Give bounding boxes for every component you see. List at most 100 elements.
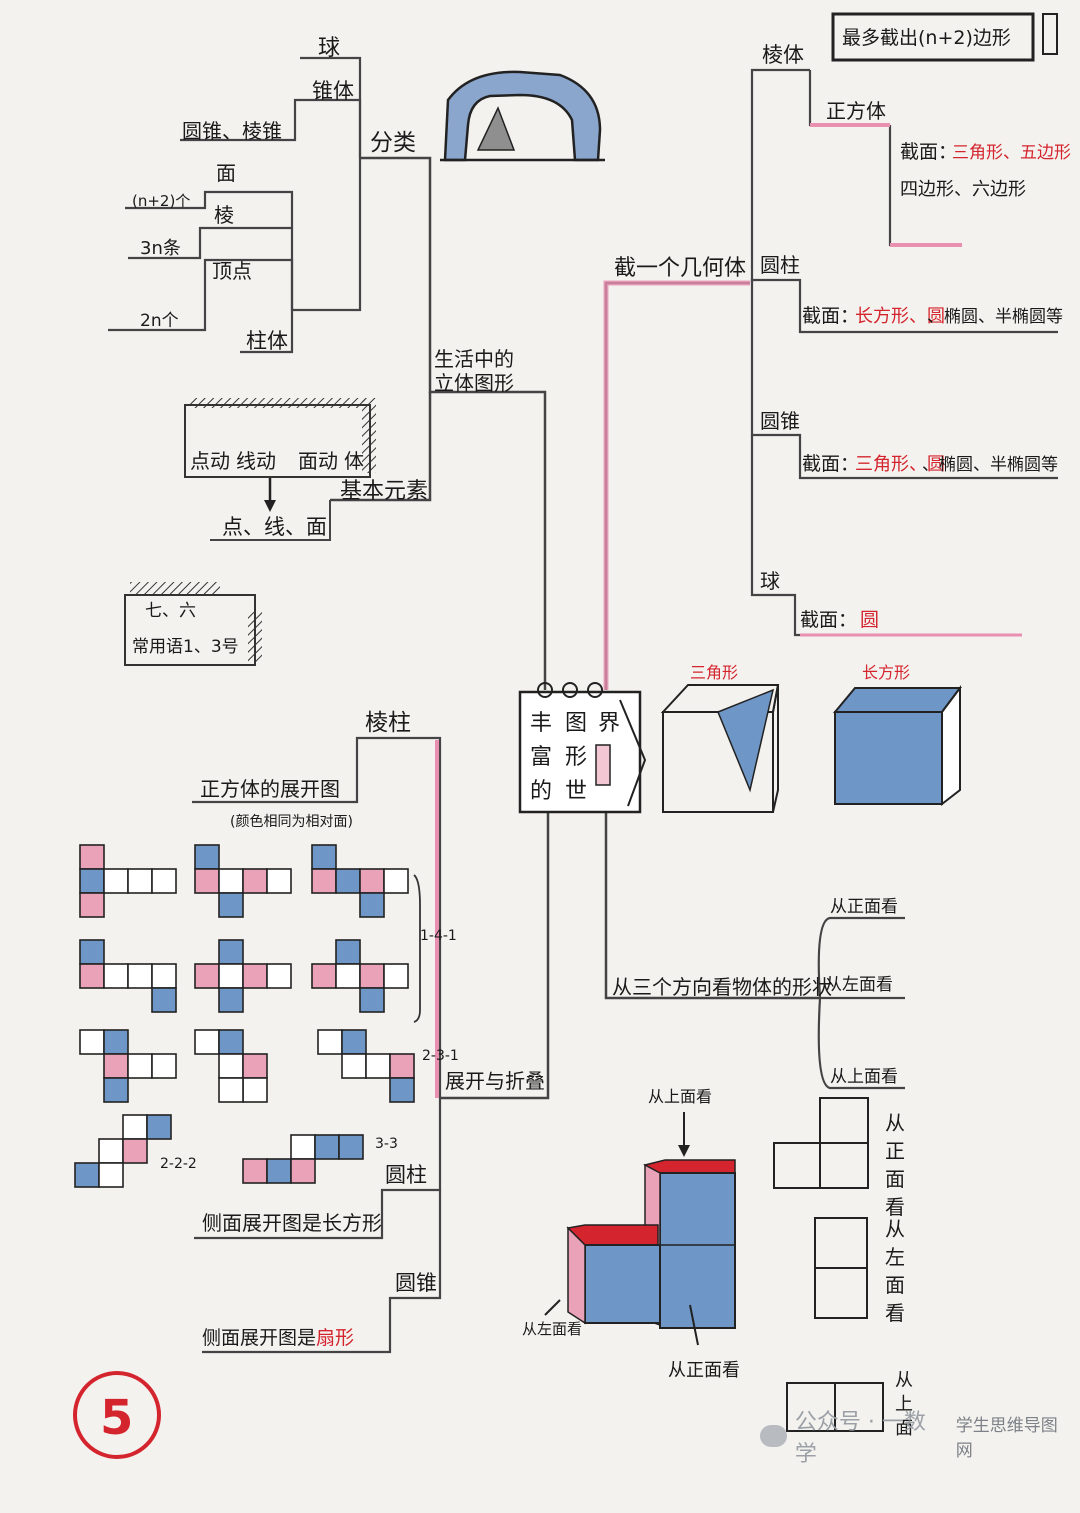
side-front-4: 看 — [885, 1195, 905, 1219]
net-11-cell-4 — [242, 1158, 268, 1184]
section-prism: 棱体 — [762, 43, 804, 67]
side-left-2: 左 — [885, 1245, 905, 1269]
watermark: 公众号 · 一数学 学生思维导图网 — [760, 1410, 1070, 1467]
class-face: 面 — [216, 161, 236, 185]
net-10-cell-2 — [146, 1114, 172, 1140]
elements-heading: 基本元素 — [340, 479, 428, 504]
net-1-cell-5 — [151, 868, 177, 894]
net-6-cell-6 — [359, 987, 385, 1013]
class-edge-count: 3n条 — [140, 238, 181, 259]
net-3-cell-5 — [383, 868, 409, 894]
motion-face: 面动 — [298, 449, 338, 473]
triangle-label: 三角形 — [690, 663, 738, 682]
class-heading: 分类 — [370, 130, 416, 156]
side-left-3: 面 — [885, 1273, 905, 1297]
wechat-icon — [760, 1425, 787, 1447]
unfold-g222: 2-2-2 — [160, 1156, 197, 1172]
section-cylinder: 圆柱 — [760, 253, 800, 277]
net-8-cell-6 — [218, 1077, 244, 1103]
net-1-cell-2 — [79, 868, 105, 894]
net-1-cell-6 — [79, 892, 105, 918]
net-4-cell-5 — [151, 963, 177, 989]
class-cone-types: 圆锥、棱锥 — [182, 119, 282, 143]
center-char-1: 丰 — [530, 711, 552, 736]
unfold-cone-prefix: 侧面展开图是 — [202, 1327, 316, 1349]
net-brace — [413, 874, 421, 1023]
unfold-cyl-side: 侧面展开图是长方形 — [202, 1211, 382, 1235]
cone-sec-rest: 、椭圆、半椭圆等 — [922, 455, 1058, 475]
class-vertex-count: 2n个 — [140, 311, 179, 331]
block-structure — [544, 1112, 736, 1346]
center-notebook — [518, 682, 647, 814]
net-9-cell-4 — [365, 1053, 391, 1079]
class-prism: 柱体 — [246, 329, 288, 353]
unfold-cube-net: 正方体的展开图 — [200, 777, 340, 801]
net-10-cell-3 — [98, 1138, 124, 1164]
net-4-cell-3 — [103, 963, 129, 989]
net-7-cell-1 — [79, 1029, 105, 1055]
net-9-cell-6 — [389, 1077, 415, 1103]
life-line2: 立体图形 — [434, 371, 514, 395]
motion-point: 点动 — [190, 449, 230, 473]
page-badge — [73, 1371, 161, 1459]
side-left-4: 看 — [885, 1301, 905, 1325]
net-5-cell-4 — [242, 963, 268, 989]
views-left-arrow: 从左面看 — [522, 1320, 582, 1338]
unfold-prism: 棱柱 — [365, 710, 411, 736]
trunk-lines — [330, 156, 820, 1100]
prism-max: 最多截出(n+2)边形 — [842, 27, 1011, 49]
center-char-3: 的 — [530, 779, 552, 804]
net-5-cell-3 — [218, 963, 244, 989]
net-10-cell-6 — [98, 1162, 124, 1188]
net-11-cell-1 — [290, 1134, 316, 1160]
net-10-cell-4 — [122, 1138, 148, 1164]
net-5-cell-5 — [266, 963, 292, 989]
cube-nets — [74, 844, 415, 1188]
view-grids — [773, 1097, 884, 1432]
unfold-cube-note: (颜色相同为相对面) — [230, 813, 353, 830]
center-char-7: 界 — [598, 711, 620, 736]
cone-sec-red: 三角形、圆 — [855, 454, 945, 475]
side-front-1: 从 — [885, 1111, 905, 1135]
center-char-6: 世 — [565, 779, 587, 804]
net-11-cell-3 — [338, 1134, 364, 1160]
net-4-cell-6 — [151, 987, 177, 1013]
views-top-arrow: 从上面看 — [648, 1087, 712, 1106]
elements-parts: 点、线、面 — [222, 515, 327, 539]
net-3-cell-1 — [311, 844, 337, 870]
view-side-labels: 从 正 面 看 从 左 面 看 从 上 面 — [885, 1111, 913, 1439]
unfold-heading: 展开与折叠 — [445, 1069, 545, 1093]
class-edge: 棱 — [214, 203, 234, 227]
net-8-cell-4 — [242, 1053, 268, 1079]
net-6-cell-2 — [311, 963, 337, 989]
net-4-cell-4 — [127, 963, 153, 989]
classification-branch — [108, 56, 362, 354]
class-ball: 球 — [318, 36, 340, 61]
side-left-1: 从 — [885, 1217, 905, 1241]
side-top-2: 上 — [895, 1394, 913, 1415]
cyl-sec-label: 截面： — [802, 305, 859, 327]
net-2-cell-1 — [194, 844, 220, 870]
center-char-5: 形 — [565, 745, 587, 770]
views-front-arrow: 从正面看 — [668, 1360, 740, 1381]
net-1-cell-4 — [127, 868, 153, 894]
side-front-3: 面 — [885, 1167, 905, 1191]
section-cone: 圆锥 — [760, 409, 800, 433]
cyl-sec-red: 长方形、圆 — [855, 306, 945, 327]
net-1-cell-1 — [79, 844, 105, 870]
views-left: 从左面看 — [825, 975, 893, 995]
watermark-brand: 公众号 · 一数学 — [794, 1410, 926, 1467]
watermark-source: 学生思维导图网 — [955, 1416, 1058, 1461]
views-top: 从上面看 — [830, 1067, 898, 1087]
sph-sec-red: 圆 — [860, 609, 879, 631]
section-highlight — [603, 280, 750, 690]
side-front-2: 正 — [885, 1139, 905, 1163]
net-2-cell-3 — [218, 868, 244, 894]
class-vertex: 顶点 — [212, 259, 252, 283]
net-4-cell-1 — [79, 939, 105, 965]
net-9-cell-3 — [341, 1053, 367, 1079]
net-6-cell-1 — [335, 939, 361, 965]
net-11-cell-5 — [266, 1158, 292, 1184]
cyl-sec-rest: 、椭圆、半椭圆等 — [927, 307, 1063, 327]
